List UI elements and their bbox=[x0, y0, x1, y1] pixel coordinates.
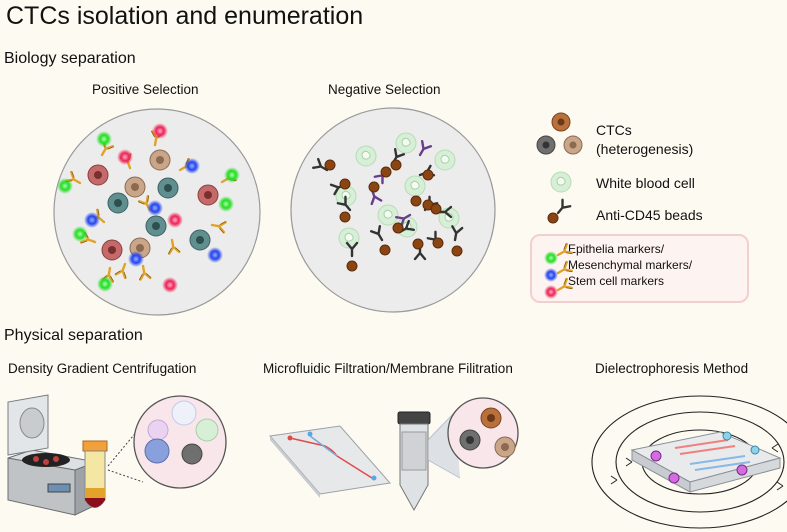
stem-marker bbox=[152, 123, 168, 139]
centrifuge-illustration bbox=[7, 394, 98, 516]
stem-marker bbox=[117, 149, 133, 165]
marker-stem-label: Stem cell markers bbox=[568, 274, 665, 288]
physical-section-heading: Physical separation bbox=[4, 327, 143, 344]
marker-epithelia-label: Epithelia markers/ bbox=[568, 242, 665, 256]
mesenchymal-marker bbox=[184, 158, 200, 174]
negative-selection-label: Negative Selection bbox=[328, 82, 441, 97]
epithelia-marker bbox=[224, 167, 240, 183]
page-title: CTCs isolation and enumeration bbox=[6, 2, 364, 30]
ctc-cell bbox=[145, 215, 167, 237]
ctc-cell bbox=[101, 239, 123, 261]
negative-selection-circle bbox=[290, 107, 496, 313]
ctc-cell bbox=[149, 149, 171, 171]
mesenchymal-marker bbox=[207, 247, 223, 263]
epithelia-marker bbox=[57, 178, 73, 194]
legend-beads-label: Anti-CD45 beads bbox=[596, 207, 703, 223]
mesenchymal-marker bbox=[128, 251, 144, 267]
legend-wbc-icon bbox=[550, 171, 572, 193]
legend-bead-icon bbox=[547, 198, 572, 224]
microfluidic-filtration-label: Microfluidic Filtration/Membrane Filitra… bbox=[263, 361, 513, 376]
legend-marker-icons bbox=[544, 242, 574, 299]
density-zoom-circle bbox=[133, 395, 227, 489]
positive-selection-circle bbox=[53, 108, 261, 316]
legend-ctc-icons bbox=[536, 112, 583, 155]
density-gradient-label: Density Gradient Centrifugation bbox=[8, 361, 197, 376]
ctc-cell bbox=[157, 177, 179, 199]
dielectrophoresis-device bbox=[591, 395, 787, 529]
epithelia-marker bbox=[218, 196, 234, 212]
mesenchymal-marker bbox=[84, 212, 100, 228]
biology-section-heading: Biology separation bbox=[4, 50, 136, 67]
ctc-cell bbox=[189, 229, 211, 251]
dielectrophoresis-label: Dielectrophoresis Method bbox=[595, 361, 749, 376]
blood-tube-illustration bbox=[82, 440, 108, 508]
stem-marker bbox=[162, 277, 178, 293]
marker-mesenchymal-label: Mesenchymal markers/ bbox=[568, 258, 693, 272]
legend-ctc-sublabel: (heterogenesis) bbox=[596, 141, 694, 157]
positive-selection-label: Positive Selection bbox=[92, 82, 199, 97]
stem-marker bbox=[167, 212, 183, 228]
legend-ctc-label: CTCs bbox=[596, 122, 632, 138]
filtration-tube bbox=[397, 411, 431, 512]
ctc-cell bbox=[124, 176, 146, 198]
epithelia-marker bbox=[72, 226, 88, 242]
filtration-zoom-circle bbox=[447, 397, 519, 469]
epithelia-marker bbox=[96, 131, 112, 147]
epithelia-marker bbox=[97, 276, 113, 292]
legend-wbc-label: White blood cell bbox=[596, 175, 695, 191]
ctc-cell bbox=[107, 192, 129, 214]
ctc-cell bbox=[197, 184, 219, 206]
ctc-cell bbox=[87, 164, 109, 186]
mesenchymal-marker bbox=[147, 200, 163, 216]
microfluidic-chip bbox=[269, 425, 391, 498]
